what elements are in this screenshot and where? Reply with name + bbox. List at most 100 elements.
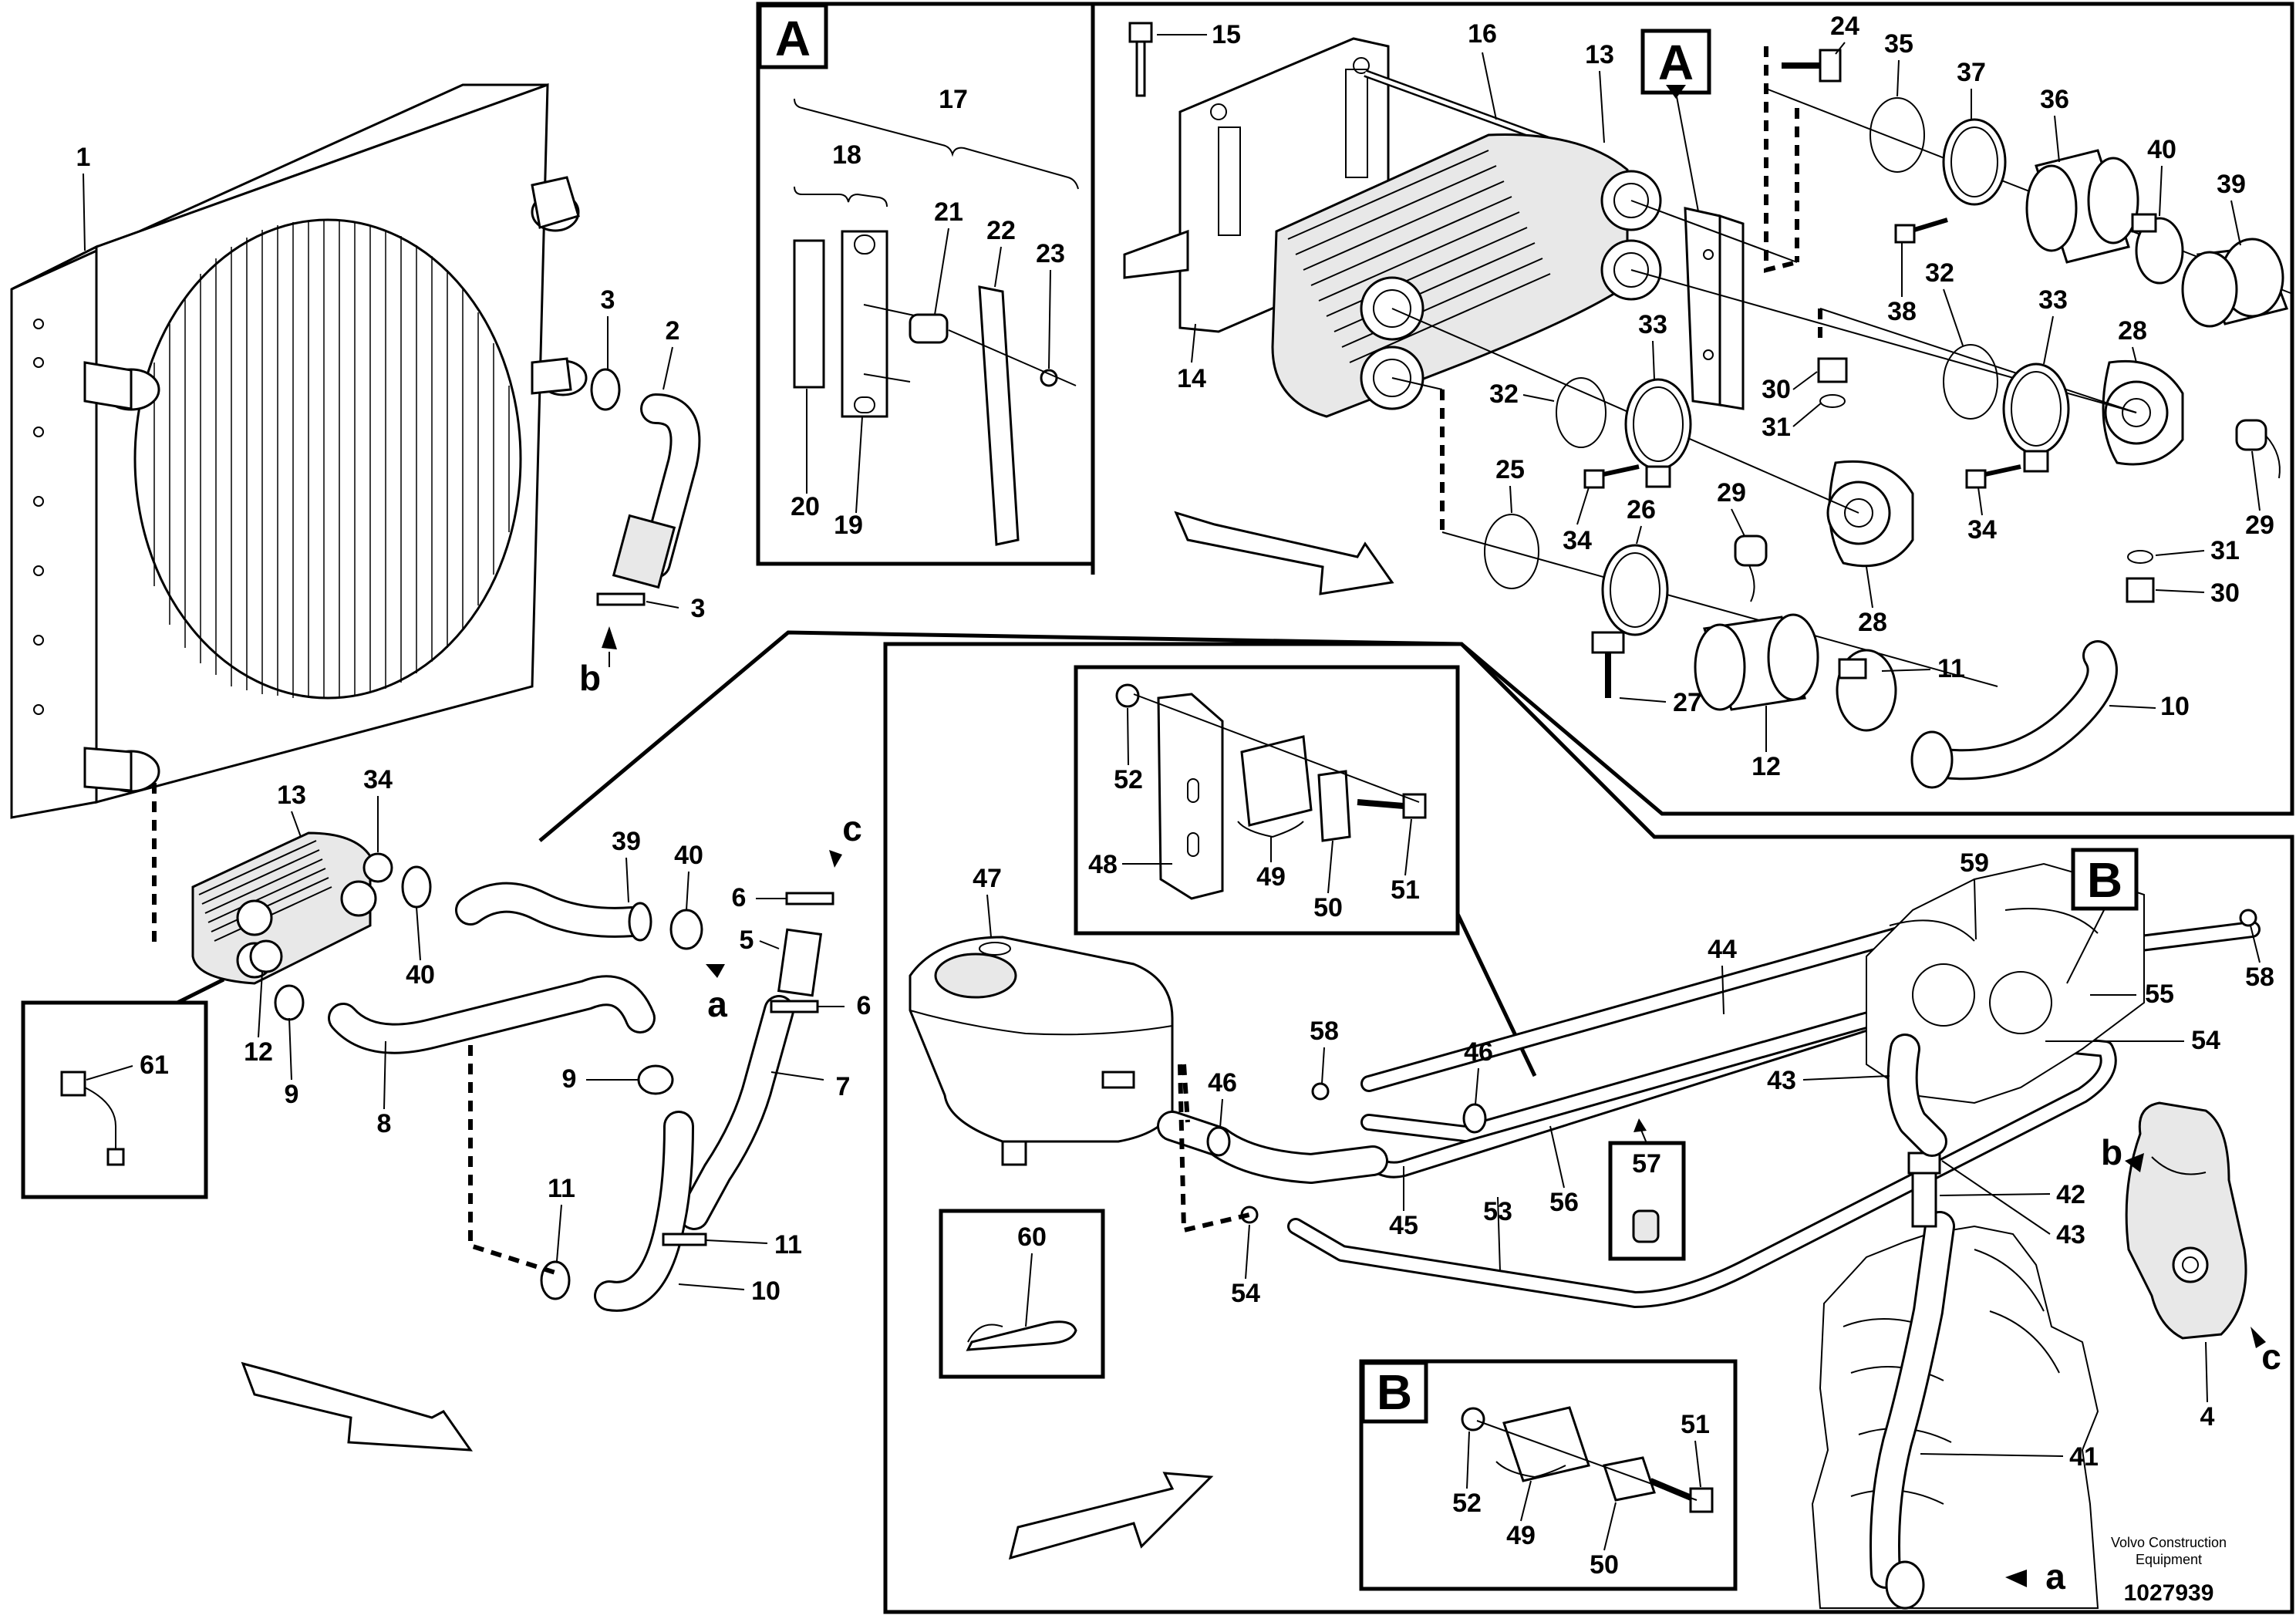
hose-39-left-part <box>455 882 652 942</box>
clamp-3-upper-part <box>590 368 621 411</box>
callout-50-b: 50 <box>1590 1550 1619 1580</box>
o-ring-32-upper-part <box>1943 344 1998 420</box>
bolt-15-part <box>1128 22 1153 97</box>
clamp-11-upper-part <box>1836 649 1897 732</box>
callout-19: 19 <box>834 511 863 540</box>
callout-32-a: 32 <box>1489 379 1519 409</box>
o-ring-32-lower-part <box>1556 377 1607 448</box>
callout-41: 41 <box>2069 1442 2099 1472</box>
callout-29-b: 29 <box>2245 511 2274 540</box>
sleeve-12-part <box>1694 613 1819 711</box>
hose-10-left-part <box>594 1111 694 1312</box>
clamp-40-right-part <box>669 909 703 950</box>
clip-58-right-part <box>2239 909 2257 927</box>
hose-56-part <box>1360 994 1937 1142</box>
tank-section-callouts: 47 58 46 46 44 59 58 55 54 43 42 43 45 5… <box>973 848 2281 1597</box>
callout-2: 2 <box>666 316 680 346</box>
callout-30-a: 30 <box>1762 375 1791 404</box>
clip-58-left-part <box>1311 1082 1330 1101</box>
detail-b-callouts: 52 49 50 51 <box>1452 1410 1710 1580</box>
bolt-34-left-part <box>1583 464 1640 489</box>
clamp-3-lower-part <box>596 592 646 606</box>
hose-43-upper-part <box>1886 1034 1947 1157</box>
callout-39-left: 39 <box>612 827 641 856</box>
callout-3-upper: 3 <box>601 285 615 315</box>
engine-block-part <box>1811 862 2145 1609</box>
callout-44: 44 <box>1708 935 1737 964</box>
callout-10-a: 10 <box>2160 692 2190 721</box>
callout-6-upper: 6 <box>732 883 747 912</box>
callout-35: 35 <box>1884 29 1913 59</box>
clamp-33-lower-part <box>1624 378 1692 488</box>
clamp-40-upper-part <box>2131 213 2184 285</box>
callout-28-a: 28 <box>2118 316 2147 346</box>
detail-a-inner-label: A <box>1658 35 1694 90</box>
hose-2-part <box>612 393 701 589</box>
o-ring-25-part <box>1484 514 1539 589</box>
oil-cooler-left-part <box>191 831 393 985</box>
sensor-29-right-part <box>2235 419 2281 479</box>
detail-a-oil-cooler-frame: A <box>538 2 2294 842</box>
callout-8: 8 <box>377 1109 392 1138</box>
sensor-61-part <box>60 1071 86 1097</box>
callout-12-left: 12 <box>244 1037 273 1067</box>
callout-5: 5 <box>740 926 754 955</box>
detail-a-bracket-inset: A <box>756 2 1095 566</box>
callout-57: 57 <box>1632 1149 1661 1179</box>
flange-lower-part <box>1826 460 1914 568</box>
callout-40-a: 40 <box>2147 135 2176 164</box>
sensor-29-left-part <box>1734 534 1768 602</box>
hose-5-part <box>777 928 823 997</box>
callout-10-left: 10 <box>751 1276 781 1306</box>
callout-60: 60 <box>1017 1222 1047 1252</box>
callout-51-b: 51 <box>1681 1410 1710 1439</box>
o-ring-35-part <box>1870 97 1925 173</box>
clamp-bracket-part <box>841 230 888 418</box>
nut-part <box>1040 369 1058 387</box>
callout-1: 1 <box>76 143 91 172</box>
callout-29-a: 29 <box>1717 478 1746 508</box>
callout-59: 59 <box>1960 848 1989 878</box>
plate-50-part <box>1317 770 1351 842</box>
callout-13-left: 13 <box>277 781 306 810</box>
document-number: 1027939 <box>2123 1580 2214 1606</box>
callout-4: 4 <box>2200 1402 2215 1431</box>
clamp-9-left-part <box>274 984 305 1021</box>
plug-30-lower-part <box>2126 577 2155 603</box>
oil-cooler-left-callouts: 13 34 12 9 8 39 40 40 5 6 6 7 9 11 11 10… <box>86 765 871 1306</box>
callout-13-a: 13 <box>1585 40 1614 69</box>
callout-36: 36 <box>2040 85 2069 114</box>
callout-54-left: 54 <box>1231 1279 1260 1308</box>
hose-8-part <box>328 975 656 1054</box>
callout-28-b: 28 <box>1858 608 1887 637</box>
callout-52-upper: 52 <box>1114 765 1143 794</box>
washer-31-upper-part <box>1819 394 1846 408</box>
callout-33-a: 33 <box>1638 310 1667 339</box>
bolt-51-b-part <box>1689 1487 1714 1513</box>
document-footer: Volvo Construction Equipment 1027939 <box>2072 1534 2265 1607</box>
bracket-inset-callouts: 52 48 49 50 51 <box>1088 707 1420 922</box>
callout-11-left-a: 11 <box>548 1174 575 1203</box>
spacer-57-part <box>1632 1209 1660 1243</box>
callout-56: 56 <box>1549 1188 1579 1217</box>
flange-upper-part <box>2102 359 2184 466</box>
callout-11-left-b: 11 <box>774 1230 802 1259</box>
callout-43-lower: 43 <box>2056 1220 2085 1249</box>
callout-58-right: 58 <box>2245 963 2274 992</box>
clamp-46-left-part <box>1206 1126 1231 1157</box>
callout-21: 21 <box>934 197 963 227</box>
callout-48: 48 <box>1088 850 1118 879</box>
ref-letter-c-left: c <box>842 808 862 848</box>
hose-39-upper-part <box>2181 238 2288 328</box>
callout-31-a: 31 <box>1762 413 1791 442</box>
hose-10-upper-part <box>1910 640 2118 789</box>
ref-letter-b-pump: b <box>2101 1132 2122 1172</box>
callout-7: 7 <box>836 1072 851 1101</box>
water-pump-4-part <box>2125 1101 2247 1340</box>
detail-a-label: A <box>775 11 811 66</box>
callout-12-a: 12 <box>1752 752 1781 781</box>
callout-6-lower: 6 <box>857 991 872 1020</box>
clamp-half-49-part <box>1240 735 1313 827</box>
bolt-34-right-part <box>1965 464 2021 489</box>
oil-cooler-stack-part <box>1271 133 1662 418</box>
